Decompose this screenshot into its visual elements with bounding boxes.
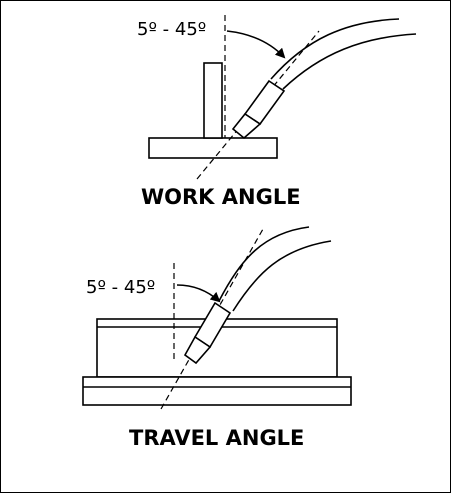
work-angle-title: WORK ANGLE: [141, 185, 301, 209]
work-vertical-plate: [203, 62, 223, 139]
travel-angle-range-label: 5º - 45º: [86, 277, 155, 298]
work-angle-illustration: 5º - 45º WORK ANGLE: [137, 15, 417, 209]
work-torch-cable: [270, 18, 400, 80]
travel-base-plate: [82, 376, 352, 406]
work-torch-cable-inner: [282, 33, 417, 90]
travel-angle-title: TRAVEL ANGLE: [129, 426, 304, 450]
work-angle-range-label: 5º - 45º: [137, 19, 206, 40]
travel-torch-nozzle: [183, 335, 212, 365]
travel-angle-arrow: [176, 284, 221, 303]
work-angle-arrow: [226, 30, 286, 59]
travel-torch-cable-inner: [232, 240, 332, 312]
work-base-plate: [148, 137, 278, 159]
work-torch-nozzle: [231, 112, 262, 140]
travel-angle-illustration: 5º - 45º TRAVEL ANGLE: [82, 226, 352, 450]
travel-torch-cable: [218, 226, 310, 302]
